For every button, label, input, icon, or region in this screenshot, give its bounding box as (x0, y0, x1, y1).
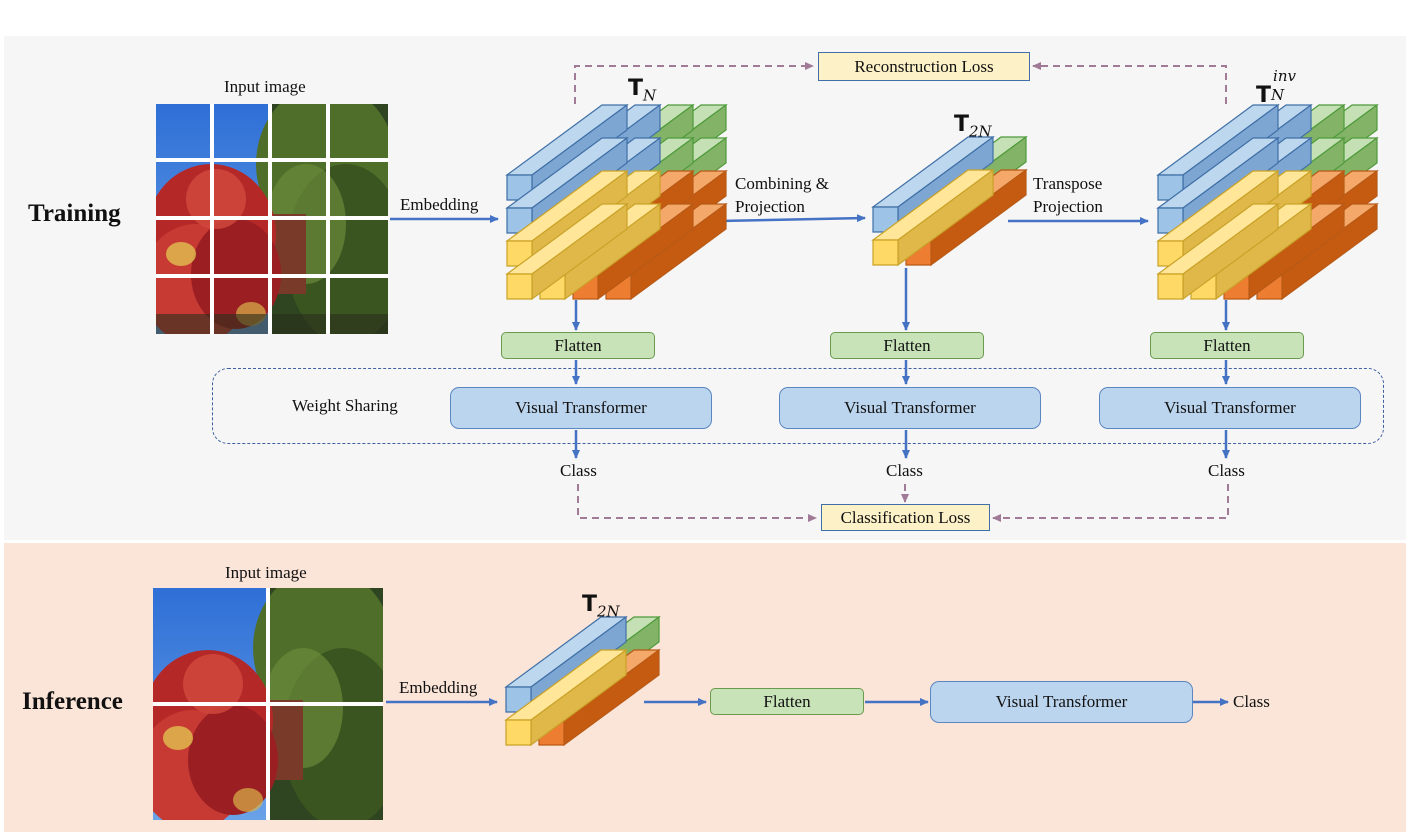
flatten-box-1: Flatten (501, 332, 655, 359)
flatten-box-2: Flatten (830, 332, 984, 359)
class-label-3: Class (1208, 461, 1245, 480)
embedding-label-inference: Embedding (399, 678, 478, 697)
weight-sharing-label: Weight Sharing (292, 396, 398, 415)
training-input-image-art (156, 104, 388, 334)
inference-title: Inference (22, 688, 123, 715)
inference-class-label: Class (1233, 692, 1270, 711)
visual-transformer-box-2: Visual Transformer (779, 387, 1041, 429)
training-input-image-label: Input image (224, 77, 306, 96)
inference-flatten-box: Flatten (710, 688, 864, 715)
cube-inference-t2n-r1c0-front (505, 719, 532, 746)
dashed-reconstruction-left (574, 62, 814, 104)
cube-t2n-r1c0-front (872, 239, 899, 266)
arrow-combining (718, 214, 866, 223)
weight-sharing-frame (212, 368, 1384, 444)
class-label-1: Class (560, 461, 597, 480)
token-t2n-label: T2N (954, 112, 992, 141)
visual-transformer-box-1: Visual Transformer (450, 387, 712, 429)
transpose-label-line1: Transpose (1033, 174, 1103, 193)
cube-tinv-r3c0-front (1157, 273, 1184, 300)
inference-input-image-label: Input image (225, 563, 307, 582)
inference-visual-transformer-box: Visual Transformer (930, 681, 1193, 723)
inference-input-image-art (153, 588, 383, 820)
dashed-classification-left (577, 484, 817, 522)
flatten-box-3: Flatten (1150, 332, 1304, 359)
reconstruction-loss-box: Reconstruction Loss (818, 52, 1030, 81)
inference-token-t2n-label: T2N (582, 592, 620, 621)
transpose-label-line2: Projection (1033, 197, 1103, 216)
inference-input-image (153, 588, 383, 820)
class-label-2: Class (886, 461, 923, 480)
token-tn-label: TN (628, 76, 657, 105)
visual-transformer-box-3: Visual Transformer (1099, 387, 1361, 429)
embedding-label-training: Embedding (400, 195, 479, 214)
training-input-image (156, 104, 388, 334)
combining-label-line1: Combining & (735, 174, 829, 193)
combining-label-line2: Projection (735, 197, 805, 216)
classification-loss-box: Classification Loss (821, 504, 990, 531)
cube-tn-r3c0-front (506, 273, 533, 300)
training-title: Training (28, 200, 121, 227)
dashed-reconstruction-right (1032, 62, 1227, 104)
